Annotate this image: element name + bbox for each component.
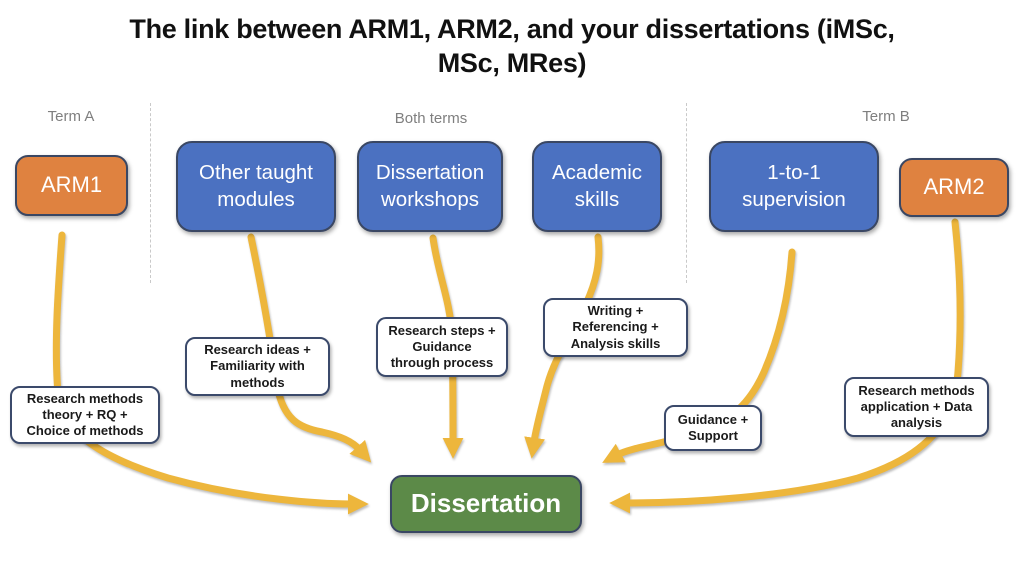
annotation-academic-skills: Writing + Referencing + Analysis skills: [543, 298, 688, 357]
section-divider-left: [150, 103, 151, 283]
arrow-other-taught-to-dissertation: [247, 233, 372, 463]
node-academic-skills: Academic skills: [532, 141, 662, 232]
section-divider-right: [686, 103, 687, 283]
node-arm2: ARM2: [899, 158, 1009, 217]
annotation-arm1: Research methods theory + RQ + Choice of…: [10, 386, 160, 444]
annotation-supervision: Guidance + Support: [664, 405, 762, 451]
annotation-other-taught: Research ideas + Familiarity with method…: [185, 337, 330, 396]
node-dissertation-workshops: Dissertation workshops: [357, 141, 503, 232]
section-label-term-a: Term A: [47, 108, 95, 125]
node-dissertation: Dissertation: [390, 475, 582, 533]
annotation-dissertation-workshops: Research steps + Guidance through proces…: [376, 317, 508, 377]
page-title: The link between ARM1, ARM2, and your di…: [129, 14, 895, 78]
section-label-both-terms: Both terms: [394, 110, 468, 127]
arrow-arm1-to-dissertation: [52, 231, 369, 515]
node-arm1: ARM1: [15, 155, 128, 216]
node-1-to-1-supervision: 1-to-1 supervision: [709, 141, 879, 232]
section-label-term-b: Term B: [862, 108, 910, 125]
arrow-supervision-to-dissertation: [602, 248, 796, 463]
annotation-arm2: Research methods application + Data anal…: [844, 377, 989, 437]
node-other-taught-modules: Other taught modules: [176, 141, 336, 232]
arrow-arm2-to-dissertation: [609, 218, 964, 514]
